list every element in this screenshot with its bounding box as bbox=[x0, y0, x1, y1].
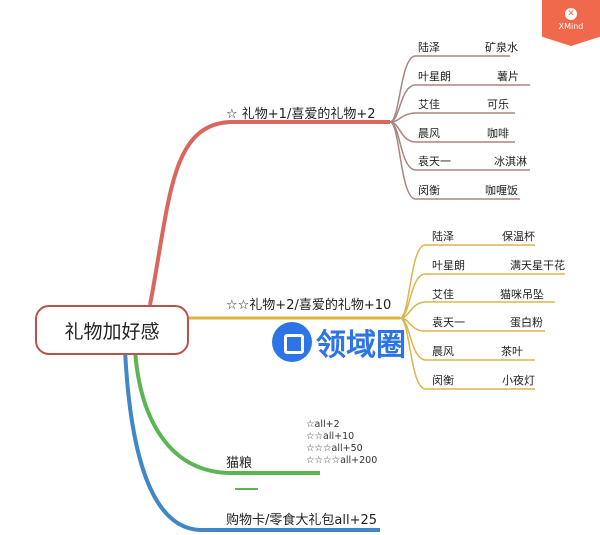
gift-item[interactable]: 小夜灯 bbox=[502, 374, 535, 387]
gift-item[interactable]: 猫咪吊坠 bbox=[500, 287, 544, 301]
branch-line-green bbox=[133, 349, 320, 475]
character-name[interactable]: 艾佳 bbox=[418, 98, 440, 112]
character-name[interactable]: 晨风 bbox=[432, 345, 454, 359]
branch-topic-1[interactable]: ☆ 礼物+1/喜爱的礼物+2 bbox=[226, 107, 376, 122]
character-name[interactable]: 叶星朗 bbox=[432, 258, 465, 272]
character-name[interactable]: 叶星朗 bbox=[418, 69, 451, 83]
character-name[interactable]: 袁天一 bbox=[432, 316, 465, 330]
character-name[interactable]: 陆泽 bbox=[432, 230, 454, 243]
note: ☆☆☆☆all+200 bbox=[306, 455, 378, 466]
watermark-text: 领域圈 bbox=[316, 328, 406, 363]
close-icon: ✕ bbox=[565, 8, 577, 20]
watermark: 领域圈 bbox=[272, 320, 406, 364]
gift-item[interactable]: 满天星干花 bbox=[510, 258, 565, 272]
note: ☆all+2 bbox=[306, 419, 340, 430]
branch-line-red bbox=[148, 120, 390, 306]
note: ☆☆all+10 bbox=[306, 431, 355, 442]
gift-item[interactable]: 咖喱饭 bbox=[485, 184, 518, 197]
cat-food-notes: ☆all+2 ☆☆all+10 ☆☆☆all+50 ☆☆☆☆all+200 bbox=[306, 419, 377, 467]
central-topic[interactable]: 礼物加好感 bbox=[35, 305, 189, 355]
gift-item[interactable]: 茶叶 bbox=[501, 345, 523, 359]
gift-item[interactable]: 咖啡 bbox=[487, 126, 509, 140]
character-name[interactable]: 陆泽 bbox=[418, 41, 440, 54]
branch-topic-2[interactable]: ☆☆礼物+2/喜爱的礼物+10 bbox=[226, 298, 392, 313]
character-name[interactable]: 艾佳 bbox=[432, 287, 454, 301]
branch-topic-4[interactable]: 购物卡/零食大礼包all+25 bbox=[226, 513, 378, 528]
xmind-badge: ✕ XMind bbox=[542, 0, 600, 46]
yellow-sub-lines bbox=[399, 244, 565, 390]
gift-item[interactable]: 矿泉水 bbox=[485, 41, 518, 54]
character-name[interactable]: 晨风 bbox=[418, 126, 440, 140]
branch-topic-3[interactable]: 猫粮 bbox=[226, 456, 253, 471]
gift-item[interactable]: 可乐 bbox=[487, 98, 509, 112]
badge-label: XMind bbox=[558, 22, 584, 31]
red-sub-lines bbox=[389, 55, 530, 200]
character-name[interactable]: 袁天一 bbox=[418, 155, 451, 169]
watermark-logo-icon bbox=[272, 322, 312, 362]
gift-item[interactable]: 薯片 bbox=[497, 69, 519, 83]
note: ☆☆☆all+50 bbox=[306, 443, 363, 454]
gift-item[interactable]: 蛋白粉 bbox=[510, 316, 543, 330]
gift-item[interactable]: 保温杯 bbox=[502, 230, 535, 243]
gift-item[interactable]: 冰淇淋 bbox=[494, 155, 527, 169]
character-name[interactable]: 闵衡 bbox=[432, 374, 454, 387]
branch-line-blue bbox=[123, 349, 380, 532]
character-name[interactable]: 闵衡 bbox=[418, 184, 440, 197]
